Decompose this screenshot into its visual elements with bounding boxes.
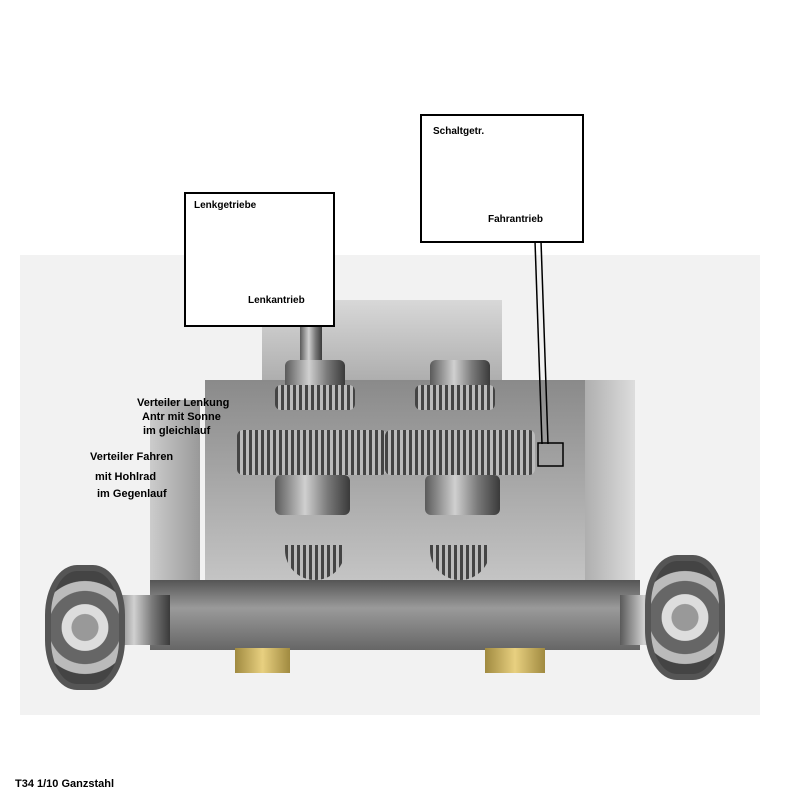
left-hinge xyxy=(235,648,290,673)
diff-drive-line-1: Verteiler Fahren xyxy=(90,451,174,463)
right-upper-gear xyxy=(415,385,495,410)
shift-gearbox-box: Schaltgetr. Fahrantrieb xyxy=(420,114,584,243)
diff-drive-line-2: mit Hohlrad xyxy=(95,471,157,483)
diff-steering-line-1: Verteiler Lenkung xyxy=(137,397,230,409)
diff-steering-line-3: im gleichlauf xyxy=(143,425,211,437)
left-upper-gear xyxy=(275,385,355,410)
steering-drive-label: Lenkantrieb xyxy=(248,295,305,306)
right-hinge xyxy=(485,648,545,673)
steering-gearbox-box: Lenkgetriebe Lenkantrieb xyxy=(184,192,335,327)
drive-input-marker xyxy=(537,442,564,467)
right-wheel xyxy=(645,555,725,680)
lower-housing xyxy=(150,580,640,650)
base-plate xyxy=(205,380,585,580)
left-lower-hub xyxy=(275,475,350,515)
left-large-gear xyxy=(237,430,387,475)
diff-drive-line-3: im Gegenlauf xyxy=(97,488,167,500)
gearbox-title: Schaltgetr. xyxy=(433,126,485,137)
right-lower-hub xyxy=(425,475,500,515)
caption: T34 1/10 Ganzstahl xyxy=(15,778,115,790)
left-wheel xyxy=(45,565,125,690)
steering-box-title: Lenkgetriebe xyxy=(194,200,257,211)
diff-steering-line-2: Antr mit Sonne xyxy=(142,411,221,423)
right-large-gear xyxy=(385,430,535,475)
drive-label: Fahrantrieb xyxy=(488,214,544,225)
